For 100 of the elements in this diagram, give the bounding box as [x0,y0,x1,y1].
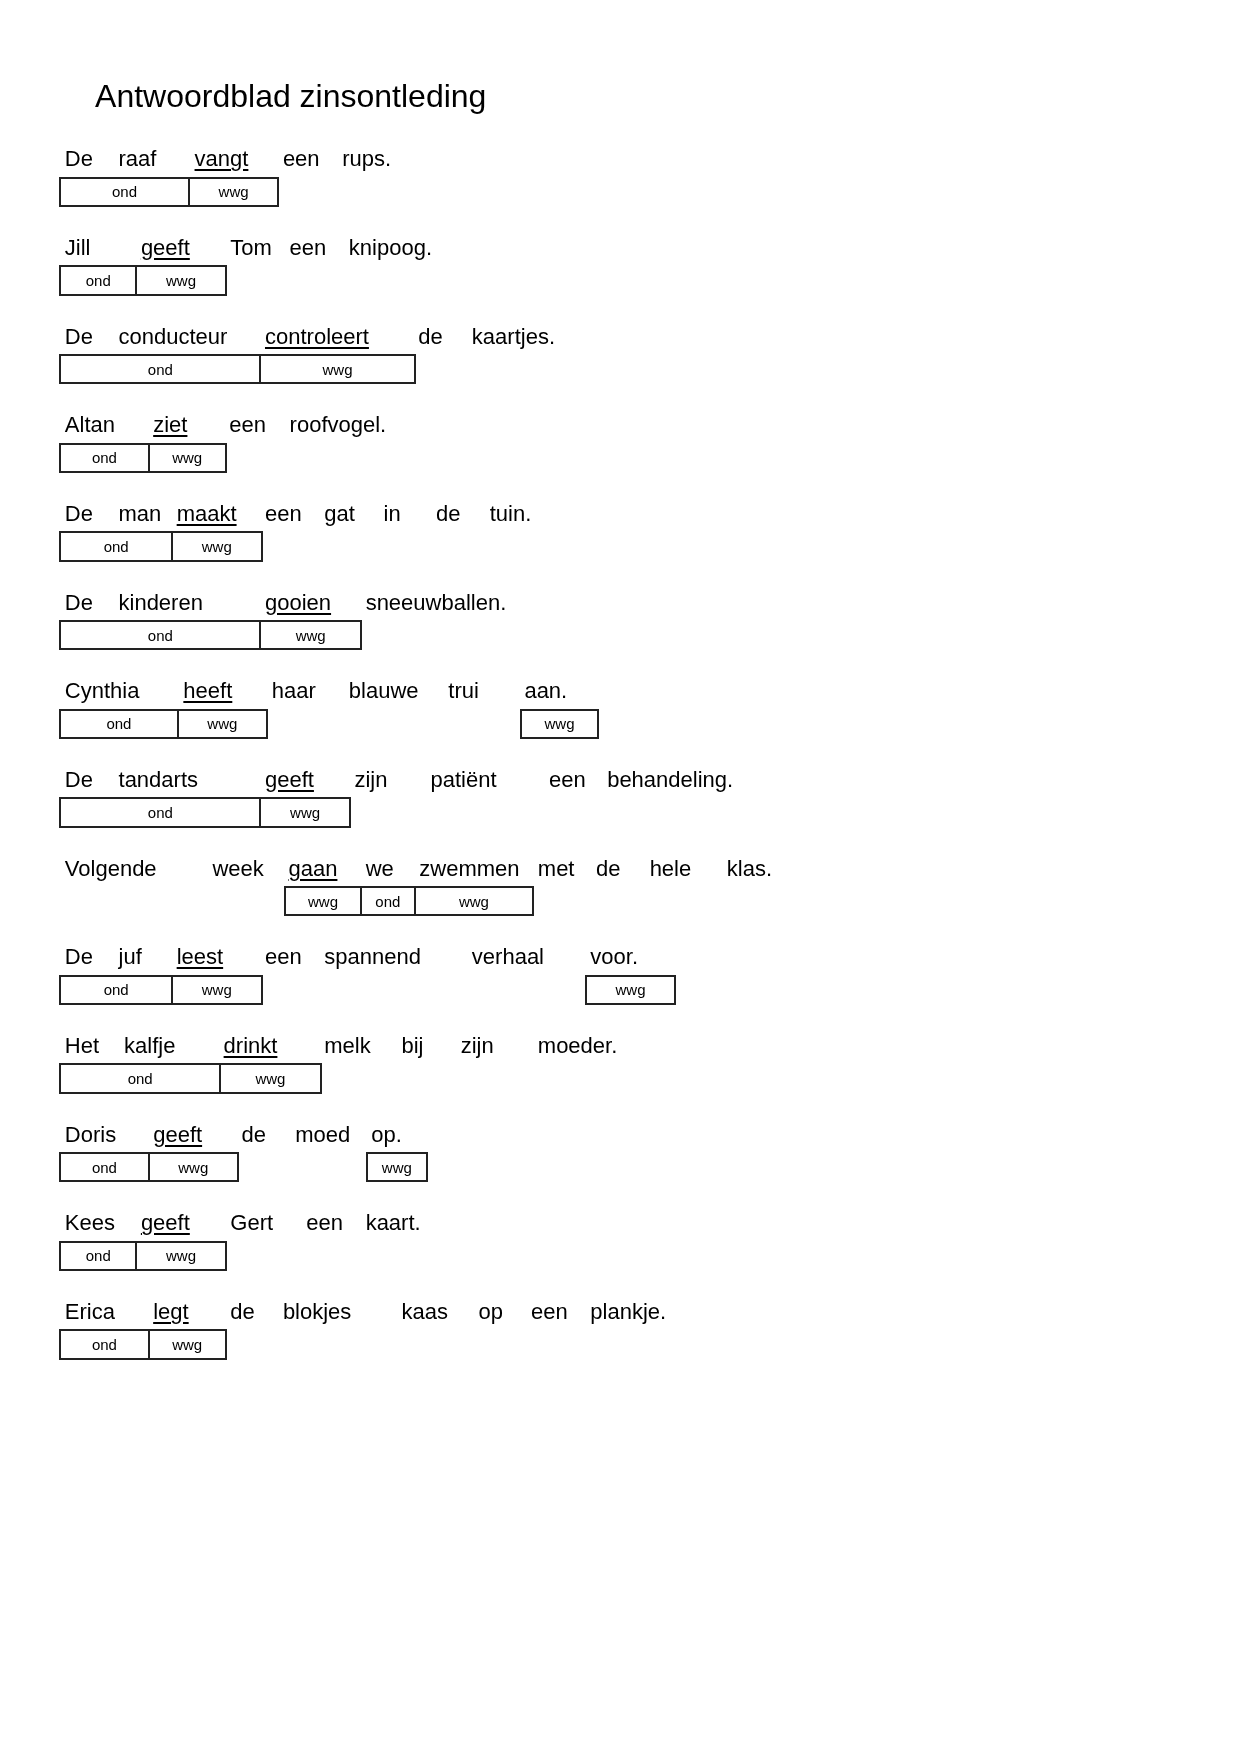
answer-box: ond [59,442,150,473]
answer-box: ond [59,1152,150,1183]
word: blauwe [348,678,419,705]
word: kaart. [365,1210,421,1237]
word: De [64,589,93,616]
word: zijn [354,767,388,794]
word: op. [371,1121,402,1148]
word: Jill [64,235,91,262]
underlined-word: vangt [194,146,249,173]
answer-box: ond [59,531,174,562]
underlined-word: ziet [153,412,188,439]
word: aan. [524,678,568,705]
answer-box: wwg [147,1329,227,1360]
word: Gert [230,1210,274,1237]
word: moeder. [537,1033,618,1060]
answer-box: wwg [147,1152,239,1183]
word: spannend [324,944,421,971]
word: kaartjes. [471,323,555,350]
word: rups. [342,146,392,173]
word: roofvogel. [289,412,387,439]
word: in [383,501,401,528]
word: De [64,323,93,350]
word: behandeling. [607,767,734,794]
word: tandarts [118,767,198,794]
underlined-word: controleert [265,323,369,350]
title: Antwoordblad zinsontleding [95,78,487,116]
word: gat [324,501,355,528]
word: kaas [401,1299,448,1326]
answer-box: ond [59,1240,138,1271]
answer-box: ond [59,974,174,1005]
word: verhaal [471,944,544,971]
word: man [118,501,162,528]
word: bij [401,1033,424,1060]
underlined-word: geeft [153,1121,203,1148]
underlined-word: geeft [140,235,190,262]
word: een [265,944,302,971]
answer-box: wwg [135,265,227,296]
answer-box: wwg [259,797,351,828]
answer-box: wwg [284,886,363,917]
word: Tom [230,235,272,262]
word: Volgende [64,855,157,882]
word: de [595,855,621,882]
underlined-word: heeft [183,678,233,705]
word: een [229,412,266,439]
word: trui [448,678,479,705]
answer-box: wwg [584,974,677,1005]
word: raaf [118,146,157,173]
word: we [365,855,394,882]
underlined-word: geeft [140,1210,190,1237]
answer-box: ond [59,265,138,296]
word: moed [295,1121,351,1148]
answer-box: wwg [219,1063,322,1094]
word: tuin. [489,501,532,528]
word: week [212,855,264,882]
answer-box: ond [59,1329,150,1360]
underlined-word: legt [153,1299,189,1326]
word: Het [64,1033,100,1060]
underlined-word: gooien [265,589,332,616]
word: haar [271,678,316,705]
answer-box: ond [59,708,179,739]
word: Cynthia [64,678,140,705]
answer-box: wwg [413,886,535,917]
underlined-word: leest [176,944,224,971]
answer-box: ond [59,620,262,651]
underlined-word: gaan [288,855,338,882]
word: de [436,501,461,528]
word: een [531,1299,568,1326]
word: knipoog. [348,235,433,262]
answer-box: wwg [176,708,269,739]
word: De [64,501,93,528]
word: Kees [64,1210,115,1237]
answer-box: wwg [259,354,416,385]
answer-box: wwg [147,442,227,473]
word: een [289,235,327,262]
word: sneeuwballen. [365,589,507,616]
word: klas. [726,855,772,882]
word: blokjes [282,1299,352,1326]
underlined-word: geeft [265,767,314,794]
word: een [306,1210,344,1237]
word: voor. [590,944,639,971]
word: melk [324,1033,371,1060]
answer-box: ond [59,797,262,828]
answer-box: ond [59,176,190,207]
word: De [64,146,93,173]
answer-box: wwg [171,531,263,562]
word: een [549,767,586,794]
underlined-word: drinkt [223,1033,278,1060]
word: de [418,323,443,350]
answer-box: wwg [519,708,600,739]
word: De [64,944,93,971]
word: Erica [64,1299,115,1326]
answer-box: wwg [365,1152,428,1183]
word: hele [649,855,692,882]
word: De [64,767,93,794]
word: Altan [64,412,115,439]
word: patiënt [430,767,497,794]
word: de [241,1121,266,1148]
word: plankje. [590,1299,667,1326]
word: conducteur [118,323,228,350]
word: kinderen [118,589,203,616]
